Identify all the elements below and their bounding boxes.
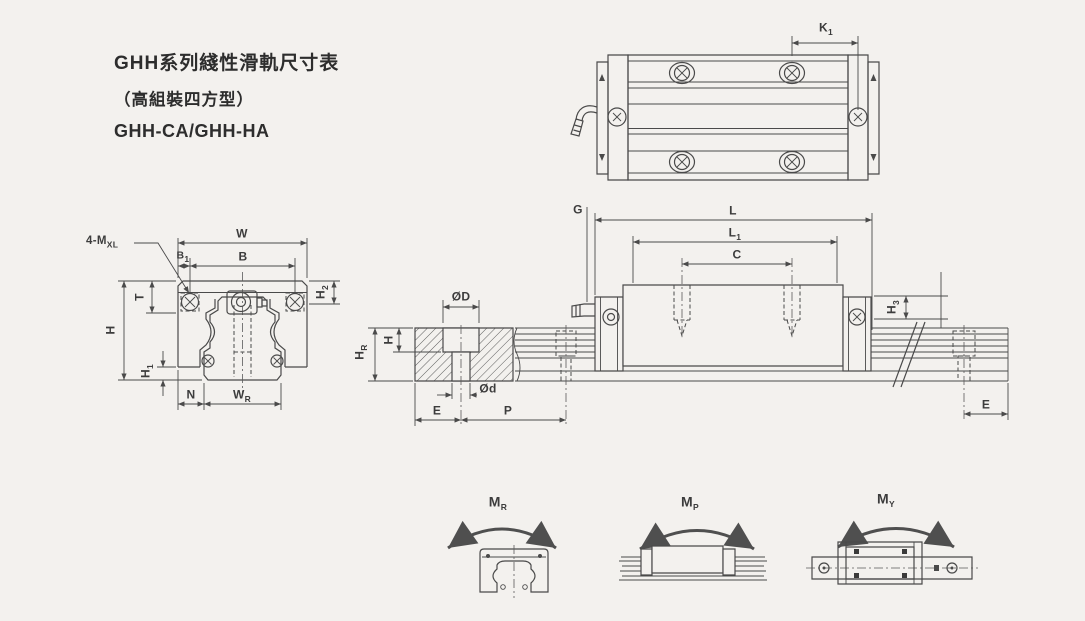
model-designation: GHH-CA/GHH-HA [114, 121, 270, 141]
dim-label-h2: H2 [313, 285, 330, 299]
screw-spec-note: 4-MXL [86, 235, 119, 250]
screw-hole-icon [670, 63, 695, 84]
moment-mp-diagram [619, 522, 767, 581]
dim-label-k1: K1 [819, 20, 833, 37]
moment-my-diagram [806, 520, 978, 585]
dim-label-h3: H3 [884, 300, 901, 314]
screw-hole-icon [670, 152, 695, 173]
front-view-drawing [118, 238, 340, 410]
moment-label-mr: MR [488, 493, 508, 513]
dim-label-dia-D: ØD [451, 289, 471, 304]
dim-label-w: W [236, 226, 248, 241]
dim-label-b1: B1 [176, 249, 190, 264]
dim-label-l1: L1 [728, 225, 742, 242]
page-subtitle: （高組裝四方型） [114, 91, 254, 109]
dim-label-c: C [732, 247, 742, 262]
dim-label-hr: HR [352, 344, 369, 360]
dim-label-e-left: E [432, 403, 442, 418]
dim-label-p: P [503, 403, 513, 418]
dim-label-e-right: E [981, 397, 991, 412]
page-title: GHH系列綫性滑軌尺寸表 [114, 53, 340, 74]
dim-label-n: N [186, 387, 196, 402]
screw-hole-icon [181, 293, 199, 311]
dim-k1 [792, 36, 858, 110]
grease-nipple-icon [571, 106, 597, 136]
dim-label-h1: H1 [138, 364, 155, 378]
screw-hole-icon [780, 63, 805, 84]
side-view-dimensions [368, 207, 1008, 426]
moment-label-my: MY [877, 490, 895, 510]
dim-label-h-depth: H [381, 335, 396, 345]
dim-label-b: B [238, 249, 248, 264]
moment-label-mp: MP [681, 493, 699, 513]
grease-nipple-icon [572, 304, 595, 317]
screw-hole-icon [286, 293, 304, 311]
grease-fitting-icon [227, 291, 267, 314]
dim-label-dia-d: Ød [479, 381, 497, 396]
dim-label-h: H [103, 325, 118, 335]
moment-mr-diagram [448, 520, 556, 598]
dim-label-l: L [729, 203, 737, 218]
top-view-drawing [571, 36, 879, 180]
front-view-dimensions [118, 238, 340, 410]
rail-section [204, 297, 281, 380]
dim-label-t: T [132, 293, 147, 301]
dim-label-wr: WR [232, 387, 252, 404]
dim-label-g: G [573, 202, 583, 217]
tapped-hole-icon [674, 285, 800, 336]
side-view-drawing [368, 207, 1008, 426]
title-block: GHH系列綫性滑軌尺寸表 （高組裝四方型） GHH-CA/GHH-HA [114, 48, 339, 142]
screw-hole-icon [780, 152, 805, 173]
